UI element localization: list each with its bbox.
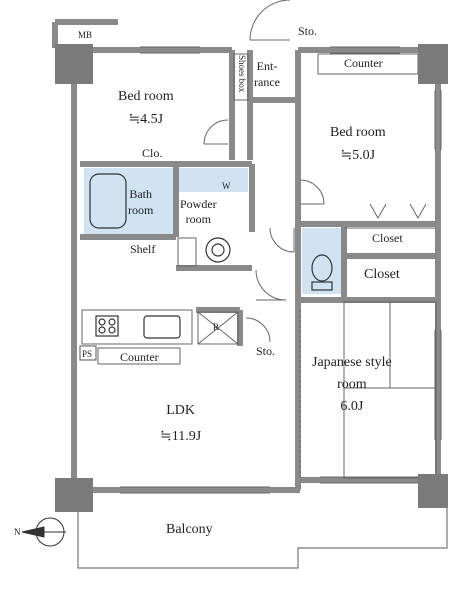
- bed-room-2-label: Bed room ≒5.0J: [330, 124, 386, 164]
- japanese-room-line2: room: [337, 377, 367, 392]
- balcony-label: Balcony: [166, 522, 213, 537]
- thin-lines: [81, 46, 442, 494]
- columns: [55, 44, 448, 512]
- ldk-label: LDK ≒11.9J: [160, 400, 201, 448]
- ps-box: [79, 345, 97, 361]
- bath-room-label: Bath room: [128, 186, 153, 218]
- bath-room-line2: room: [128, 203, 154, 217]
- fixtures: [89, 173, 333, 339]
- powder-room-line1: Powder: [180, 197, 217, 211]
- bed-room-2-name: Bed room: [330, 125, 386, 140]
- clo-label: Clo.: [142, 146, 163, 160]
- sto-top-label: Sto.: [298, 24, 318, 38]
- entrance-label: Ent- rance: [254, 58, 280, 90]
- shelf-label: Shelf: [130, 242, 156, 256]
- r-label: R: [213, 322, 220, 332]
- bed-room-2-size: ≒5.0J: [340, 148, 376, 163]
- compass-n-label: N: [14, 527, 21, 537]
- door-swings: [203, 0, 427, 343]
- mb-label: MB: [78, 30, 93, 40]
- entrance-label-line2: rance: [254, 75, 280, 89]
- counter-bottom-label: Counter: [120, 350, 159, 364]
- bed-room-1-size: ≒4.5J: [128, 112, 164, 127]
- balcony-outline: [77, 505, 448, 569]
- powder-room-line2: room: [185, 212, 211, 226]
- bed-room-1-name: Bed room: [118, 89, 174, 104]
- counter-top-label: Counter: [344, 56, 383, 70]
- closet-1-label: Closet: [372, 231, 403, 245]
- ldk-name: LDK: [166, 403, 195, 418]
- bed-room-1-label: Bed room ≒4.5J: [118, 88, 174, 128]
- entrance-label-line1: Ent-: [256, 59, 278, 73]
- shoes-box-label: Shoes box: [237, 55, 247, 93]
- bath-room-line1: Bath: [129, 187, 152, 201]
- compass: [21, 517, 66, 547]
- ldk-size: ≒11.9J: [160, 429, 202, 444]
- walls: [52, 19, 441, 493]
- wet-areas: [84, 168, 342, 294]
- closet-2-label: Closet: [364, 267, 400, 282]
- japanese-room-line1: Japanese style: [312, 355, 392, 370]
- sto-bottom-label: Sto.: [256, 344, 276, 358]
- w-label: W: [222, 181, 231, 191]
- ps-label: PS: [82, 349, 93, 359]
- powder-room-label: Powder room: [180, 197, 217, 227]
- japanese-room-size: 6.0J: [340, 399, 364, 414]
- japanese-room-label: Japanese style room 6.0J: [312, 352, 392, 418]
